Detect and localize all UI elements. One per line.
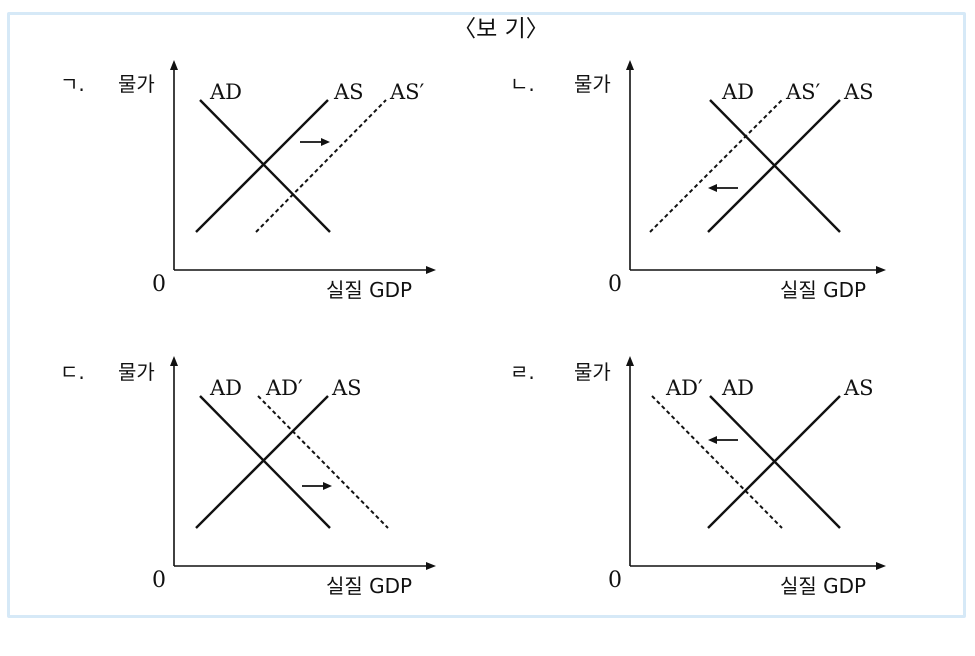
ad-curve — [199, 99, 331, 233]
x-axis-arrowhead — [426, 562, 436, 570]
curve-label-as: AS — [332, 376, 362, 400]
ad-curve — [199, 395, 331, 529]
curve-label-ad-prime: AD′ — [666, 376, 703, 400]
as-curve — [707, 99, 841, 233]
shift-arrowhead — [321, 138, 330, 146]
panel-b-graph — [626, 60, 886, 274]
x-axis-arrowhead — [876, 266, 886, 274]
y-axis-label: 물가 — [574, 360, 611, 384]
y-axis-label: 물가 — [118, 72, 155, 96]
panel-d: ㄹ. 물가 0 실질 GDP AD′ AD AS — [510, 356, 970, 656]
origin-label: 0 — [608, 272, 622, 297]
x-axis-label: 실질 GDP — [326, 574, 413, 598]
as-curve — [195, 99, 329, 233]
curve-label-as-prime: AS′ — [786, 80, 821, 104]
panel-marker: ㄴ. — [510, 72, 535, 96]
as-curve — [707, 395, 841, 529]
curve-label-as: AS — [844, 376, 874, 400]
curve-label-as: AS — [844, 80, 874, 104]
curve-label-ad: AD — [210, 80, 243, 104]
curve-label-ad: AD — [722, 376, 755, 400]
panel-marker: ㄷ. — [60, 360, 85, 384]
shift-arrowhead — [323, 482, 332, 490]
y-axis-arrowhead — [170, 60, 178, 70]
ad-prime-curve — [257, 395, 389, 529]
curve-label-as-prime: AS′ — [390, 80, 425, 104]
panel-a-graph — [170, 60, 436, 274]
origin-label: 0 — [152, 272, 166, 297]
panel-marker: ㄹ. — [510, 360, 535, 384]
x-axis-arrowhead — [876, 562, 886, 570]
as-curve — [195, 395, 329, 529]
curve-label-ad: AD — [210, 376, 243, 400]
panel-b: ㄴ. 물가 0 실질 GDP AD AS′ AS — [510, 60, 970, 360]
panel-c-graph — [170, 356, 436, 570]
y-axis-label: 물가 — [574, 72, 611, 96]
curve-label-as: AS — [334, 80, 364, 104]
x-axis-label: 실질 GDP — [780, 278, 867, 302]
x-axis-arrowhead — [426, 266, 436, 274]
y-axis-arrowhead — [626, 356, 634, 366]
boki-frame: 〈보 기〉 — [7, 12, 966, 618]
panel-c: ㄷ. 물가 0 실질 GDP AD AD′ AS — [60, 356, 520, 656]
frame-title: 〈보 기〉 — [426, 15, 576, 45]
y-axis-arrowhead — [626, 60, 634, 70]
panel-marker: ㄱ. — [60, 72, 85, 96]
curve-label-ad-prime: AD′ — [266, 376, 303, 400]
shift-arrowhead — [708, 184, 717, 192]
x-axis-label: 실질 GDP — [780, 574, 867, 598]
ad-prime-curve — [651, 395, 783, 529]
as-prime-curve — [255, 99, 387, 233]
y-axis-label: 물가 — [118, 360, 155, 384]
as-prime-curve — [649, 99, 783, 233]
panel-a: ㄱ. 물가 0 실질 GDP AD AS AS′ — [60, 60, 520, 360]
shift-arrowhead — [708, 436, 717, 444]
origin-label: 0 — [608, 568, 622, 593]
y-axis-arrowhead — [170, 356, 178, 366]
curve-label-ad: AD — [722, 80, 755, 104]
panel-d-graph — [626, 356, 886, 570]
x-axis-label: 실질 GDP — [326, 278, 413, 302]
origin-label: 0 — [152, 568, 166, 593]
